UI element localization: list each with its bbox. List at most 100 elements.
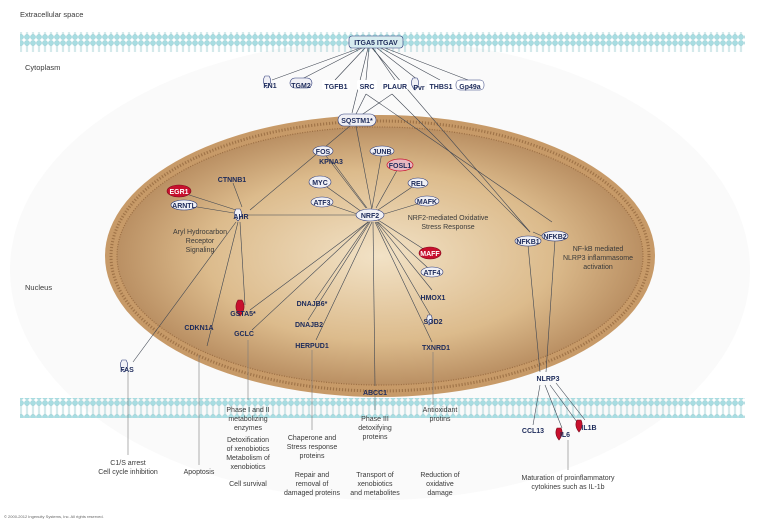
svg-text:oxidative: oxidative bbox=[426, 481, 454, 488]
gene-node-atf4[interactable]: ATF4 bbox=[420, 266, 444, 278]
gene-node-fosl1[interactable]: FOSL1 bbox=[386, 158, 414, 172]
svg-text:CDKN1A: CDKN1A bbox=[184, 325, 213, 332]
svg-text:SOD2: SOD2 bbox=[423, 319, 442, 326]
gene-node-herpud1[interactable]: HERPUD1 bbox=[295, 343, 329, 350]
gene-node-sqstm1[interactable]: SQSTM1* bbox=[337, 113, 377, 127]
svg-text:SRC: SRC bbox=[360, 84, 375, 91]
nuclear-envelope-texture bbox=[109, 119, 651, 393]
svg-text:CTNNB1: CTNNB1 bbox=[218, 177, 246, 184]
gene-node-il6[interactable]: IL6 bbox=[555, 427, 570, 441]
svg-text:Gp49a: Gp49a bbox=[459, 84, 481, 91]
gene-node-myc[interactable]: MYC bbox=[308, 175, 332, 189]
gene-node-src[interactable]: SRC bbox=[357, 80, 377, 91]
svg-text:TGM2: TGM2 bbox=[291, 83, 311, 90]
svg-text:MAFF: MAFF bbox=[420, 251, 440, 258]
gene-node-sod2[interactable]: SOD2 bbox=[423, 314, 443, 326]
gene-node-dnajb6[interactable]: DNAJB6* bbox=[297, 301, 328, 308]
copyright-notice: © 2000-2012 Ingenuity Systems, Inc. All … bbox=[4, 514, 104, 519]
gene-node-thbs1[interactable]: THBS1 bbox=[427, 80, 455, 91]
gene-node-il1b[interactable]: IL1B bbox=[575, 419, 597, 433]
gene-node-plaur[interactable]: PLAUR bbox=[382, 80, 408, 91]
svg-text:HERPUD1: HERPUD1 bbox=[295, 343, 329, 350]
gene-node-ccl13[interactable]: CCL13 bbox=[522, 428, 544, 435]
svg-text:Receptor: Receptor bbox=[186, 238, 215, 245]
svg-text:IL1B: IL1B bbox=[581, 425, 596, 432]
pathway-ahr-label: Aryl Hydrocarbon Receptor Signaling bbox=[173, 229, 227, 254]
svg-text:FOS: FOS bbox=[316, 149, 331, 156]
outcome-repair: Repair and removal of damaged proteins bbox=[284, 472, 341, 497]
gene-node-itga5-itgav[interactable]: ITGA5 ITGAV bbox=[348, 35, 404, 49]
gene-node-arntl[interactable]: ARNTL bbox=[170, 199, 198, 211]
gene-node-rel[interactable]: REL bbox=[407, 177, 429, 189]
outcome-cell-cycle: C1/S arrest Cell cycle inhibition bbox=[98, 460, 158, 476]
gene-node-txnrd1[interactable]: TXNRD1 bbox=[422, 345, 450, 352]
svg-text:proteins: proteins bbox=[363, 434, 388, 441]
gene-node-mafk[interactable]: MAFK bbox=[414, 195, 440, 207]
gene-node-hmox1[interactable]: HMOX1 bbox=[421, 295, 446, 302]
svg-text:FAS: FAS bbox=[120, 367, 134, 374]
gene-node-ctnnb1[interactable]: CTNNB1 bbox=[218, 177, 246, 184]
svg-text:Metabolism of: Metabolism of bbox=[226, 455, 270, 462]
svg-text:REL: REL bbox=[411, 181, 426, 188]
svg-text:of xenobiotics: of xenobiotics bbox=[227, 446, 270, 453]
gene-node-gsta5[interactable]: GSTA5* bbox=[230, 299, 256, 318]
svg-text:xenobiotics: xenobiotics bbox=[357, 481, 393, 488]
outcome-transport: Transport of xenobiotics and metabolites bbox=[350, 472, 400, 497]
svg-text:Phase I and II: Phase I and II bbox=[226, 407, 269, 414]
gene-node-nfkb1[interactable]: NFKB1 bbox=[514, 235, 542, 247]
outcome-phase12: Phase I and II metabolizing enzymes Deto… bbox=[226, 407, 270, 471]
svg-text:PLAUR: PLAUR bbox=[383, 84, 407, 91]
gene-node-tgfb1[interactable]: TGFB1 bbox=[322, 80, 350, 91]
gene-node-gp49a[interactable]: Gp49a bbox=[455, 79, 485, 91]
gene-node-dnajb2[interactable]: DNAJB2 bbox=[295, 322, 323, 329]
svg-text:ATF3: ATF3 bbox=[314, 200, 331, 207]
gene-node-maff[interactable]: MAFF bbox=[418, 246, 442, 260]
svg-text:MYC: MYC bbox=[312, 180, 328, 187]
outcome-maturation: Maturation of proinflammatory cytokines … bbox=[522, 475, 615, 491]
gene-node-junb[interactable]: JUNB bbox=[369, 145, 395, 157]
svg-text:Transport of: Transport of bbox=[356, 472, 394, 479]
gene-node-pvr[interactable]: Pvr bbox=[411, 77, 425, 92]
svg-text:MAFK: MAFK bbox=[417, 199, 437, 206]
svg-text:TGFB1: TGFB1 bbox=[325, 84, 348, 91]
svg-text:NFKB1: NFKB1 bbox=[516, 239, 539, 246]
svg-text:GCLC: GCLC bbox=[234, 331, 254, 338]
gene-node-fn1[interactable]: FN1 bbox=[263, 75, 277, 90]
gene-node-nrf2[interactable]: NRF2 bbox=[355, 208, 385, 222]
svg-text:detoxifying: detoxifying bbox=[358, 425, 392, 432]
svg-text:Signaling: Signaling bbox=[186, 247, 215, 254]
gene-node-ahr[interactable]: AHR bbox=[233, 208, 249, 222]
svg-text:NLRP3: NLRP3 bbox=[537, 376, 560, 383]
svg-text:Reduction of: Reduction of bbox=[420, 472, 459, 479]
svg-text:xenobiotics: xenobiotics bbox=[230, 464, 266, 471]
gene-node-fos[interactable]: FOS bbox=[312, 145, 334, 157]
gene-node-abcc1[interactable]: ABCC1 bbox=[363, 390, 387, 397]
svg-text:DNAJB2: DNAJB2 bbox=[295, 322, 323, 329]
svg-text:AHR: AHR bbox=[233, 214, 248, 221]
gene-node-tgm2[interactable]: TGM2 bbox=[289, 77, 313, 90]
svg-text:Cell cycle inhibition: Cell cycle inhibition bbox=[98, 469, 158, 476]
gene-node-gclc[interactable]: GCLC bbox=[234, 331, 254, 338]
svg-text:Repair and: Repair and bbox=[295, 472, 329, 479]
svg-text:JUNB: JUNB bbox=[372, 149, 391, 156]
svg-text:DNAJB6*: DNAJB6* bbox=[297, 301, 328, 308]
gene-node-fas[interactable]: FAS bbox=[120, 359, 134, 374]
svg-text:GSTA5*: GSTA5* bbox=[230, 311, 256, 318]
svg-text:NFKB2: NFKB2 bbox=[543, 234, 566, 241]
svg-text:HMOX1: HMOX1 bbox=[421, 295, 446, 302]
gene-node-kpna3[interactable]: KPNA3 bbox=[319, 159, 343, 166]
svg-text:ARNTL: ARNTL bbox=[172, 203, 196, 210]
gene-node-nlrp3[interactable]: NLRP3 bbox=[537, 376, 560, 383]
svg-text:NLRP3 inflammasome: NLRP3 inflammasome bbox=[563, 255, 633, 262]
gene-node-atf3[interactable]: ATF3 bbox=[310, 196, 334, 208]
gene-node-egr1[interactable]: EGR1 bbox=[166, 184, 192, 198]
svg-text:NF-kB mediated: NF-kB mediated bbox=[573, 246, 624, 253]
plasma-membrane-bottom bbox=[20, 398, 745, 418]
gene-node-nfkb2[interactable]: NFKB2 bbox=[541, 230, 569, 242]
svg-text:KPNA3: KPNA3 bbox=[319, 159, 343, 166]
gene-node-cdkn1a[interactable]: CDKN1A bbox=[184, 325, 213, 332]
svg-text:Apoptosis: Apoptosis bbox=[184, 469, 215, 476]
svg-text:damaged proteins: damaged proteins bbox=[284, 490, 341, 497]
svg-text:Phase III: Phase III bbox=[361, 416, 389, 423]
